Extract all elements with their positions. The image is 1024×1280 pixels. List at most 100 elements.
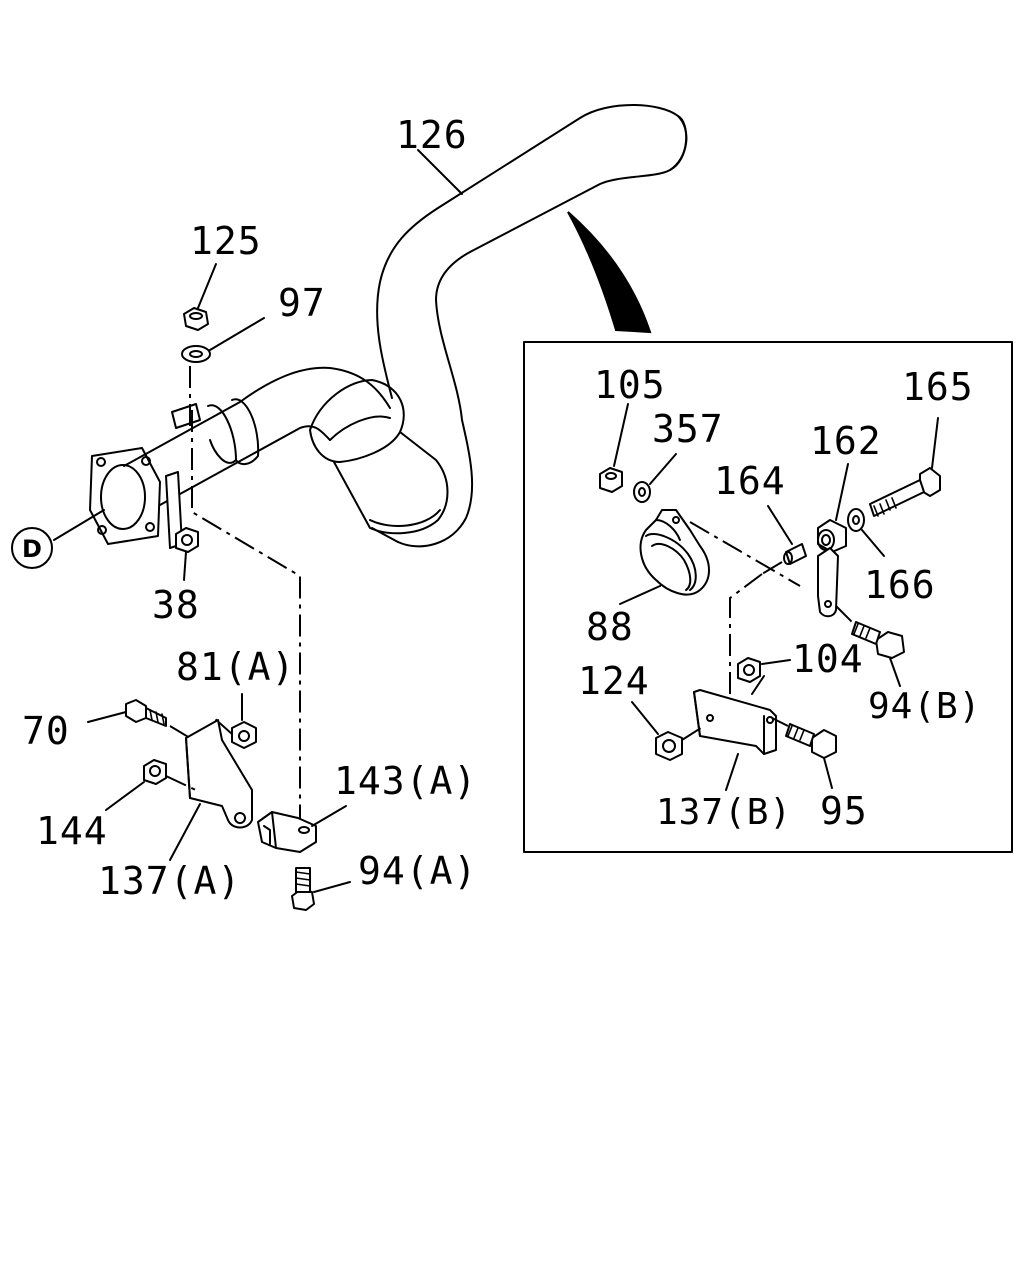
pin-guide <box>761 561 783 575</box>
detail-pointer-arrow <box>567 211 652 334</box>
leader-137b <box>725 753 739 791</box>
label-38: 38 <box>152 583 200 627</box>
pipe-126-end <box>669 115 688 171</box>
clamp-guide <box>689 521 801 587</box>
washer-97-icon <box>181 345 211 363</box>
converter-outlet-ring <box>369 509 441 527</box>
detail-box <box>523 341 1013 853</box>
leader-95 <box>823 757 833 789</box>
converter-body <box>333 431 449 535</box>
label-357: 357 <box>652 407 724 451</box>
bolt-70-guide <box>169 725 191 739</box>
label-81a: 81(A) <box>176 645 295 689</box>
flange-bolt-hole <box>97 525 107 535</box>
pin-164-icon <box>783 543 807 565</box>
leader-137a <box>169 803 201 861</box>
leader-166 <box>861 529 885 557</box>
label-137a: 137(A) <box>98 859 241 903</box>
detail-d-marker: D <box>11 509 105 569</box>
pipe-collar-ring-2 <box>231 398 260 466</box>
label-95: 95 <box>820 789 868 833</box>
label-144: 144 <box>36 809 108 853</box>
converter-inner-line <box>329 415 391 441</box>
flange-bolt-hole <box>145 522 155 532</box>
nut-124-guide <box>681 725 705 741</box>
exhaust-pipe-126 <box>376 104 688 548</box>
front-pipe-assembly <box>89 366 449 549</box>
leader-165 <box>931 417 939 469</box>
converter-to-pipe <box>371 527 399 543</box>
nut-125-icon <box>183 307 209 331</box>
label-104: 104 <box>792 637 864 681</box>
bolt-95-icon <box>785 723 837 759</box>
pipe-bracket-tab <box>171 403 201 429</box>
bolt-94b-icon <box>851 621 905 659</box>
leader-97 <box>209 317 265 351</box>
washer-166-icon <box>847 508 865 532</box>
bolt-70-icon <box>125 699 167 727</box>
bushing-162-icon <box>817 519 847 553</box>
leader-94a <box>313 881 351 893</box>
nut-38-icon <box>175 527 199 553</box>
label-162: 162 <box>810 419 882 463</box>
flange-bore <box>100 464 146 530</box>
front-pipe-top <box>123 366 391 467</box>
front-pipe-bottom <box>159 425 331 506</box>
clamp-88-icon <box>639 509 710 596</box>
assembly-guide-line <box>191 410 301 820</box>
bracket-137b-icon <box>693 689 777 755</box>
nut-104-guide <box>751 675 765 695</box>
hanger-guide <box>835 605 853 623</box>
detail-d-circle <box>11 527 53 569</box>
detail-d-leader <box>53 509 105 541</box>
leader-125 <box>197 263 217 309</box>
leader-164 <box>767 505 793 545</box>
label-125: 125 <box>190 219 262 263</box>
bolt-165-icon <box>869 467 941 517</box>
label-94a: 94(A) <box>358 849 477 893</box>
leader-162 <box>835 463 849 521</box>
hanger-plate-icon <box>817 547 839 618</box>
label-124: 124 <box>578 659 650 703</box>
leader-70 <box>87 711 127 723</box>
label-88: 88 <box>586 605 634 649</box>
nut-104-icon <box>737 657 761 683</box>
label-137b: 137(B) <box>656 792 792 833</box>
detail-guide-line <box>729 573 763 700</box>
leader-144 <box>105 781 145 811</box>
leader-105 <box>613 403 629 467</box>
leader-143a <box>311 805 347 827</box>
nut-124-icon <box>655 731 683 761</box>
pipe-126-lower-outline <box>397 419 474 548</box>
rubber-mount-143a-icon <box>257 811 317 853</box>
leader-357 <box>649 453 677 485</box>
leader-104 <box>761 659 791 665</box>
label-166: 166 <box>864 563 936 607</box>
label-105: 105 <box>594 363 666 407</box>
label-94b: 94(B) <box>868 686 981 727</box>
nut-105-icon <box>599 467 623 493</box>
label-70: 70 <box>22 709 70 753</box>
flange-bolt-hole <box>141 456 151 466</box>
leader-38 <box>183 551 187 581</box>
washer-357-icon <box>633 481 651 503</box>
leader-124 <box>631 701 659 735</box>
label-164: 164 <box>714 459 786 503</box>
leader-94b <box>889 657 901 687</box>
pipe-collar-ring <box>207 404 237 464</box>
label-165: 165 <box>902 365 974 409</box>
label-126: 126 <box>396 113 468 157</box>
nut-144-guide <box>165 775 201 793</box>
detail-d-letter: D <box>22 535 42 563</box>
leader-126 <box>417 149 463 195</box>
bolt-94a-icon <box>291 867 315 911</box>
label-97: 97 <box>278 281 326 325</box>
label-143a: 143(A) <box>334 759 477 803</box>
bracket-137a-icon <box>185 719 253 829</box>
nut-81a-icon <box>231 721 257 749</box>
bolt-95-guide <box>771 717 789 727</box>
flange-bolt-hole <box>96 457 106 467</box>
leader-88 <box>619 585 661 605</box>
